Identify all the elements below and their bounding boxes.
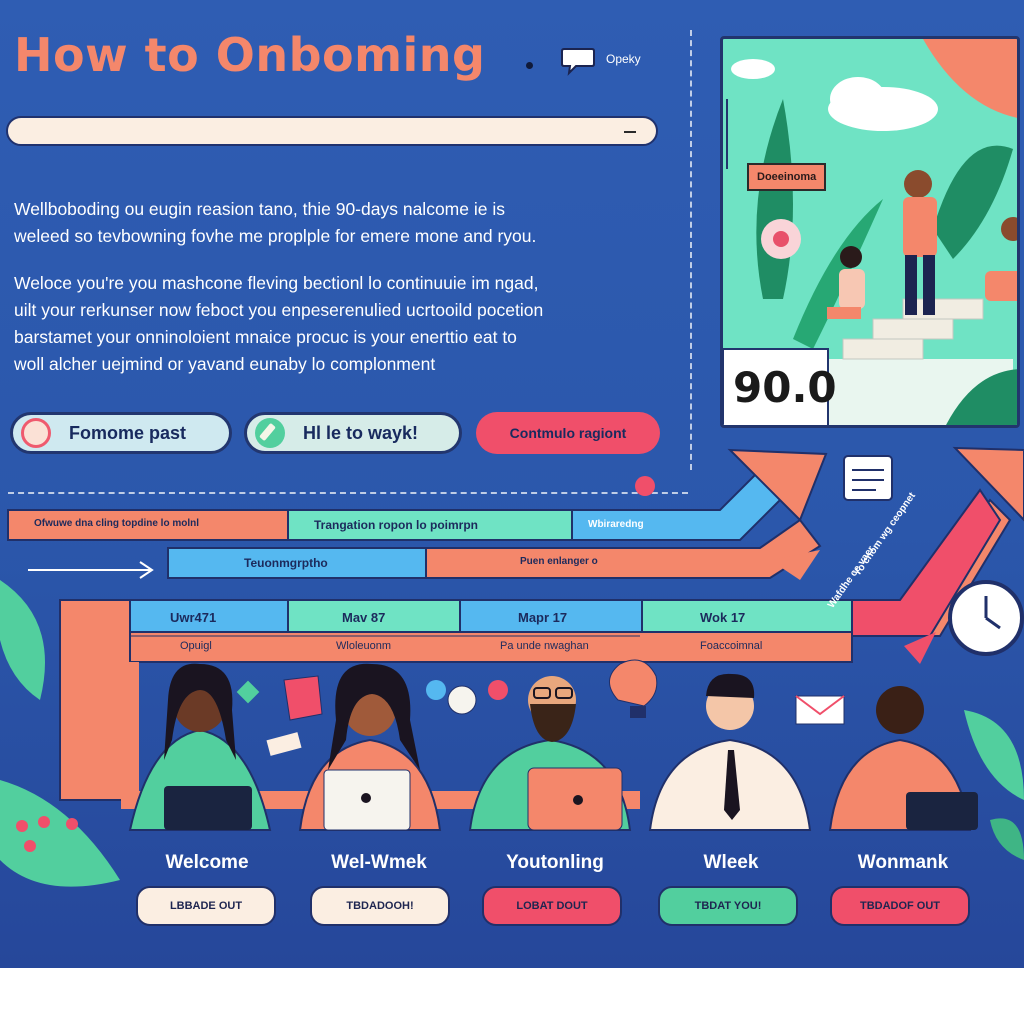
week-label: Mapr 17	[518, 610, 568, 625]
stage-title: Wleek	[703, 852, 759, 873]
divider-horizontal	[8, 492, 688, 494]
hero-illustration: Doeeinoma 90.0	[720, 36, 1020, 428]
stage-title: Wel-Wmek	[331, 852, 427, 873]
timeline-row1-step: Trangation ropon lo poimrpn	[314, 518, 478, 532]
status-dot	[526, 62, 533, 69]
divider-vertical	[690, 30, 692, 470]
primary-action-label: Fomome past	[69, 422, 187, 443]
stage-button[interactable]: TBDAT YOU!	[658, 886, 798, 926]
stage-title: Youtonling	[506, 852, 604, 873]
intro-paragraph-1: Wellboboding ou eugin reasion tano, thie…	[14, 196, 674, 250]
secondary-action-label: Hl le to wayk!	[303, 422, 419, 443]
stage-button[interactable]: LBBADE OUT	[136, 886, 276, 926]
stage-button[interactable]: TBDADOOH!	[310, 886, 450, 926]
timeline-side-note: Wafdhe ce vaer	[826, 544, 877, 611]
timeline-row1-step: Wbiraredng	[588, 519, 644, 530]
stage-button[interactable]: LOBAT DOUT	[482, 886, 622, 926]
options-label[interactable]: Opeky	[606, 52, 641, 66]
week-sublabel: Pa unde nwaghan	[500, 640, 589, 652]
page-title: How to Onboming	[14, 28, 486, 82]
timeline-row1-step: Ofwuwe dna cling topdine lo molnl	[34, 518, 199, 529]
week-sublabel: Wloleuonm	[336, 640, 392, 652]
intro-line: uilt your rerkunser now feboct you enpes…	[14, 300, 544, 320]
search-input[interactable]	[6, 116, 658, 146]
week-sublabel: Foaccoimnal	[700, 640, 763, 652]
illustration-tag: Doeeinoma	[747, 163, 827, 191]
circle-icon	[21, 418, 51, 448]
week-label: Wok 17	[700, 610, 746, 625]
stage-title: Welcome	[165, 852, 249, 873]
intro-line: barstamet your onninoloient mnaice procu…	[14, 327, 517, 347]
week-sublabel: Opuigl	[180, 640, 212, 652]
tertiary-action-button[interactable]: Contmulo ragiont	[476, 412, 660, 454]
week-label: Mav 87	[342, 610, 386, 625]
stage-title: Wonmank	[857, 852, 949, 873]
timeline-row2-step: Teuonmgrptho	[244, 556, 328, 570]
week-label: Uwr471	[170, 610, 217, 625]
stage-button[interactable]: TBDADOF OUT	[830, 886, 970, 926]
intro-paragraph-2: Weloce you're you mashcone fleving becti…	[14, 270, 674, 378]
secondary-action-button[interactable]: Hl le to wayk!	[244, 412, 462, 454]
onboarding-page: How to Onboming Opeky Wellboboding ou eu…	[0, 0, 1024, 968]
timeline-row2-step: Puen enlanger o	[520, 556, 598, 567]
pencil-icon	[255, 418, 285, 448]
intro-line: weleed so tevbowning fovhe me proplple f…	[14, 226, 537, 246]
days-counter: 90.0	[733, 363, 837, 412]
tertiary-action-label: Contmulo ragiont	[509, 425, 627, 441]
text-caret-icon	[624, 131, 636, 133]
chat-bubble-icon[interactable]	[560, 46, 596, 76]
primary-action-button[interactable]: Fomome past	[10, 412, 232, 454]
intro-line: woll alcher uejmind or yavand eunaby lo …	[14, 354, 436, 374]
intro-line: Weloce you're you mashcone fleving becti…	[14, 273, 539, 293]
intro-line: Wellboboding ou eugin reasion tano, thie…	[14, 199, 505, 219]
hero-illustration-art	[723, 39, 1017, 425]
